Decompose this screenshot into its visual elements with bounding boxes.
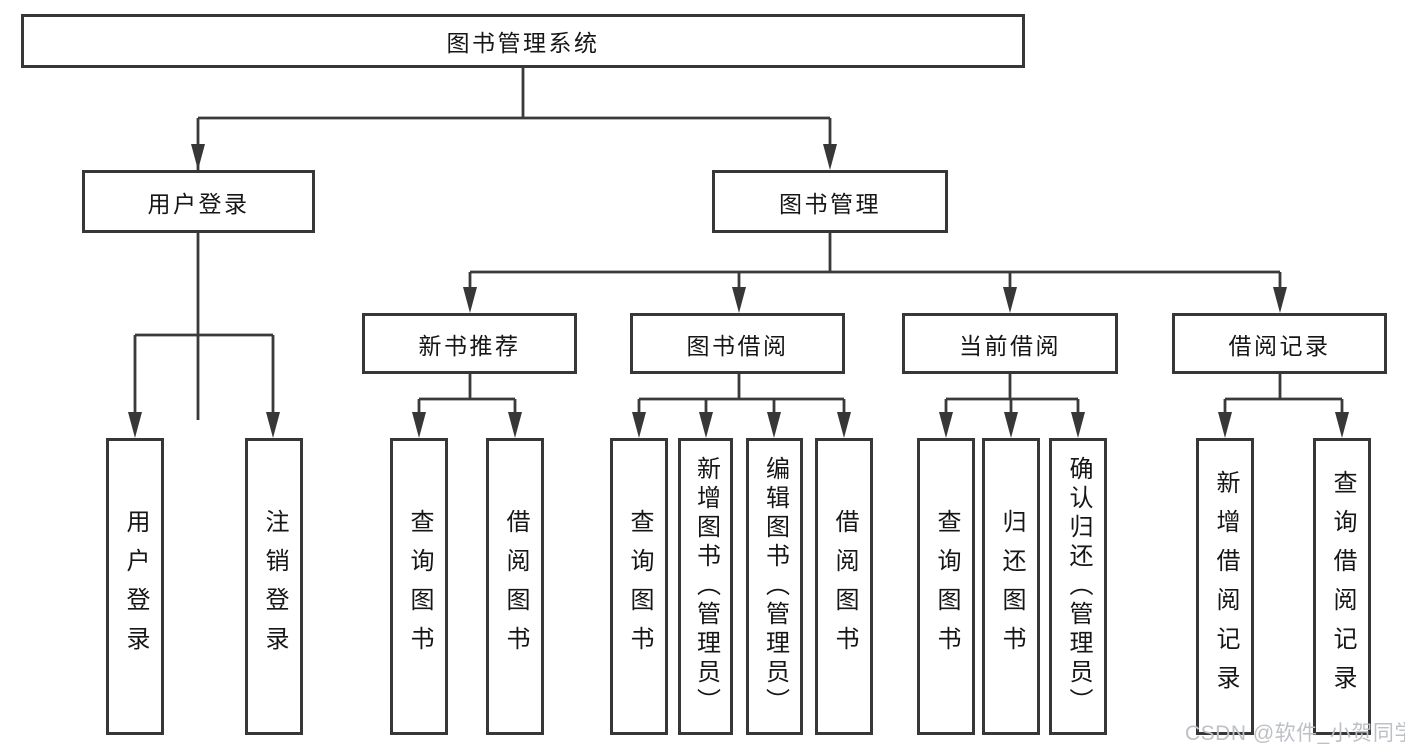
leaf-borrow-edit-admin-label: 编辑图书（管理员） bbox=[761, 456, 789, 717]
leaf-borrow-add-admin: 新增图书（管理员） bbox=[678, 438, 733, 735]
leaf-borrow-borrow-label: 借阅图书 bbox=[831, 508, 858, 665]
leaf-user-login-label: 用户登录 bbox=[122, 508, 149, 665]
leaf-newbook-borrow-label: 借阅图书 bbox=[502, 508, 529, 665]
leaf-records-add-label: 新增借阅记录 bbox=[1212, 469, 1239, 704]
leaf-logout-label: 注销登录 bbox=[261, 508, 288, 665]
leaf-current-confirm-admin-label: 确认归还（管理员） bbox=[1065, 456, 1092, 717]
node-new-book-recommend: 新书推荐 bbox=[362, 313, 577, 374]
leaf-user-login: 用户登录 bbox=[106, 438, 164, 735]
node-user-login: 用户登录 bbox=[82, 170, 315, 233]
leaf-newbook-borrow: 借阅图书 bbox=[486, 438, 544, 735]
leaf-records-query: 查询借阅记录 bbox=[1313, 438, 1371, 735]
node-borrow-records: 借阅记录 bbox=[1172, 313, 1387, 374]
leaf-newbook-query: 查询图书 bbox=[390, 438, 448, 735]
leaf-newbook-query-label: 查询图书 bbox=[406, 508, 433, 665]
leaf-current-confirm-admin: 确认归还（管理员） bbox=[1049, 438, 1107, 735]
leaf-logout: 注销登录 bbox=[245, 438, 303, 735]
leaf-borrow-query-label: 查询图书 bbox=[626, 508, 653, 665]
csdn-watermark: CSDN @软件_小贺同学 bbox=[1185, 722, 1405, 745]
node-current-borrow: 当前借阅 bbox=[902, 313, 1118, 374]
leaf-borrow-add-admin-label: 新增图书（管理员） bbox=[692, 456, 720, 717]
leaf-borrow-borrow: 借阅图书 bbox=[815, 438, 873, 735]
leaf-records-query-label: 查询借阅记录 bbox=[1329, 469, 1356, 704]
leaf-borrow-edit-admin: 编辑图书（管理员） bbox=[746, 438, 803, 735]
leaf-current-query: 查询图书 bbox=[917, 438, 975, 735]
leaf-current-return: 归还图书 bbox=[982, 438, 1040, 735]
leaf-borrow-query: 查询图书 bbox=[610, 438, 668, 735]
leaf-current-return-label: 归还图书 bbox=[998, 508, 1025, 665]
node-book-borrow: 图书借阅 bbox=[630, 313, 845, 374]
node-book-management: 图书管理 bbox=[712, 170, 948, 233]
node-root: 图书管理系统 bbox=[21, 14, 1025, 68]
arrowheads bbox=[128, 144, 1349, 438]
leaf-current-query-label: 查询图书 bbox=[933, 508, 960, 665]
leaf-records-add: 新增借阅记录 bbox=[1196, 438, 1254, 735]
